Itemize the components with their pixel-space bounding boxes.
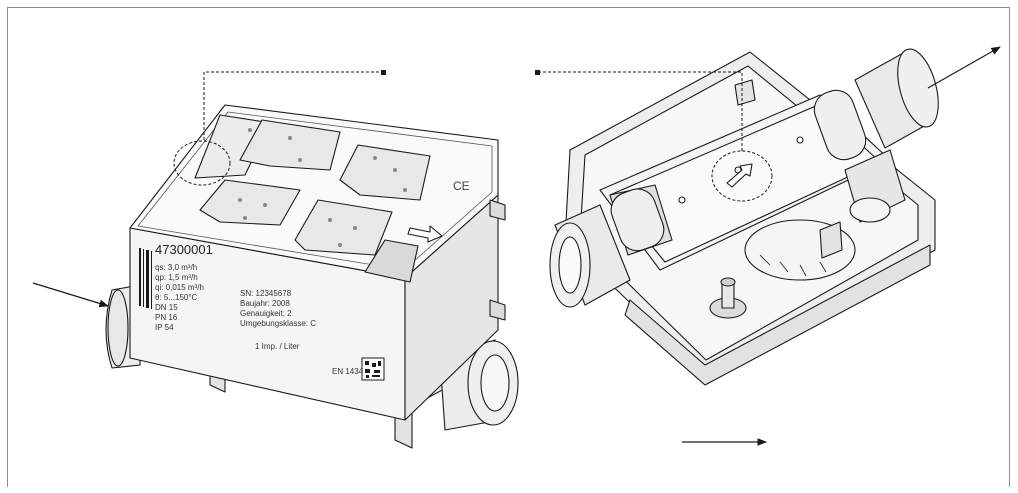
meter-right <box>549 48 939 386</box>
flow-arrow-rail <box>726 163 753 188</box>
spec-line-2: qp: 1,5 m³/h <box>155 273 198 282</box>
flow-arrows <box>32 46 1001 446</box>
spec-line-4: θ: 5...150°C <box>155 293 198 302</box>
top-plate-4 <box>199 179 301 226</box>
info-line-1: SN: 12345678 <box>240 289 292 298</box>
impulse-text: 1 Imp. / Liter <box>255 342 300 351</box>
ce-mark: CE <box>453 179 470 193</box>
flow-arrow-top <box>407 225 443 243</box>
top-plate-3 <box>339 144 431 201</box>
leader-left-end <box>381 70 386 75</box>
info-line-2: Baujahr: 2008 <box>240 299 290 308</box>
callout-circle-right <box>711 150 773 202</box>
leader-right-end <box>535 70 540 75</box>
info-line-4: Umgebungsklasse: C <box>240 319 316 328</box>
screw-dots <box>238 128 407 247</box>
top-plate-5 <box>294 199 393 256</box>
serial-number: 47300001 <box>155 242 213 257</box>
callout-leaders <box>203 70 743 151</box>
info-line-3: Genauigkeit: 2 <box>240 309 292 318</box>
leader-right <box>540 71 743 151</box>
spec-line-6: PN 16 <box>155 313 178 322</box>
spec-line-1: qs: 3,0 m³/h <box>155 263 197 272</box>
spec-line-3: qi: 0,015 m³/h <box>155 283 204 292</box>
nameplate: 47300001 qs: 3,0 m³/h qp: 1,5 m³/h qi: 0… <box>155 179 470 376</box>
top-plate-2 <box>239 119 341 171</box>
arrow-outlet <box>927 46 1001 89</box>
arrow-inlet <box>32 282 109 308</box>
barcode <box>139 248 152 309</box>
display-window <box>364 239 419 283</box>
spec-line-7: IP 54 <box>155 323 174 332</box>
standard-text: EN 1434 <box>332 367 364 376</box>
data-matrix <box>361 357 385 381</box>
bottom-tray <box>624 244 931 386</box>
spec-line-5: DN 15 <box>155 303 178 312</box>
callout-circle-left <box>173 140 231 186</box>
leader-left <box>203 71 383 140</box>
meter-left <box>105 104 519 449</box>
figure-frame <box>7 7 1010 487</box>
